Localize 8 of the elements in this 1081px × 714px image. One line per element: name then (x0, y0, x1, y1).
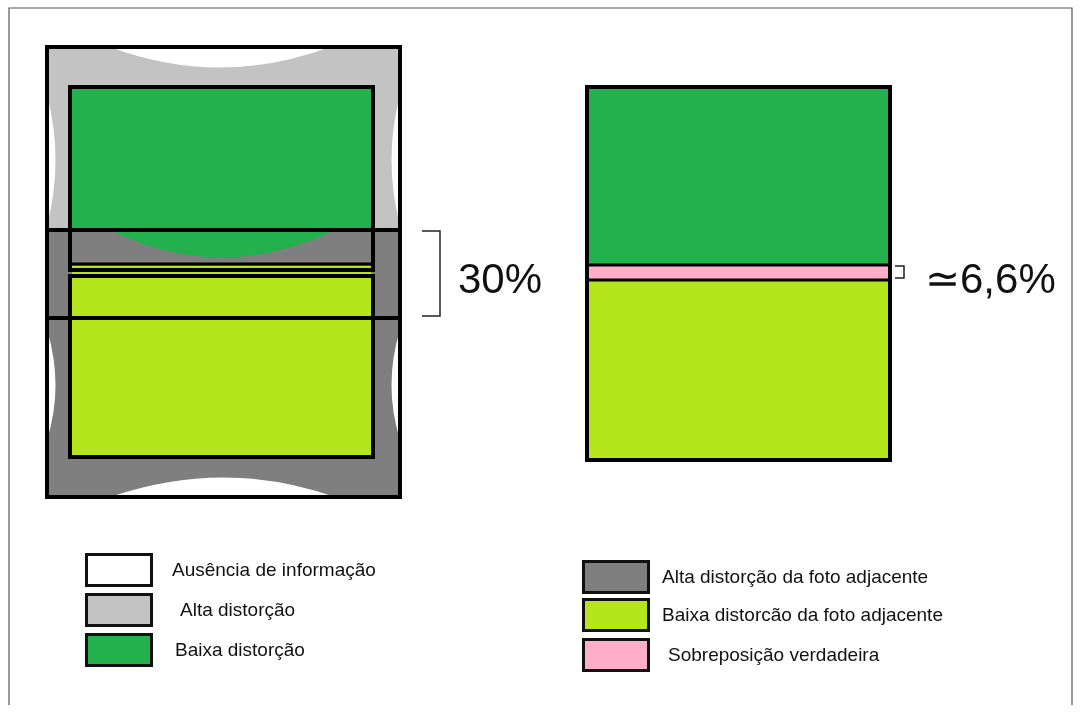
legend-label: Ausência de informação (172, 560, 376, 579)
legend-label: Baixa distorção (175, 640, 305, 659)
percentage-label: ≃6,6% (925, 258, 1056, 300)
legend-label: Sobreposição verdadeira (668, 645, 880, 664)
percentage-label: 30% (458, 258, 543, 300)
legend-label: Alta distorção (180, 600, 296, 619)
legend-label: Alta distorção da foto adjacente (662, 567, 929, 586)
legend-label: Baixa distorcão da foto adjacente (662, 605, 943, 624)
